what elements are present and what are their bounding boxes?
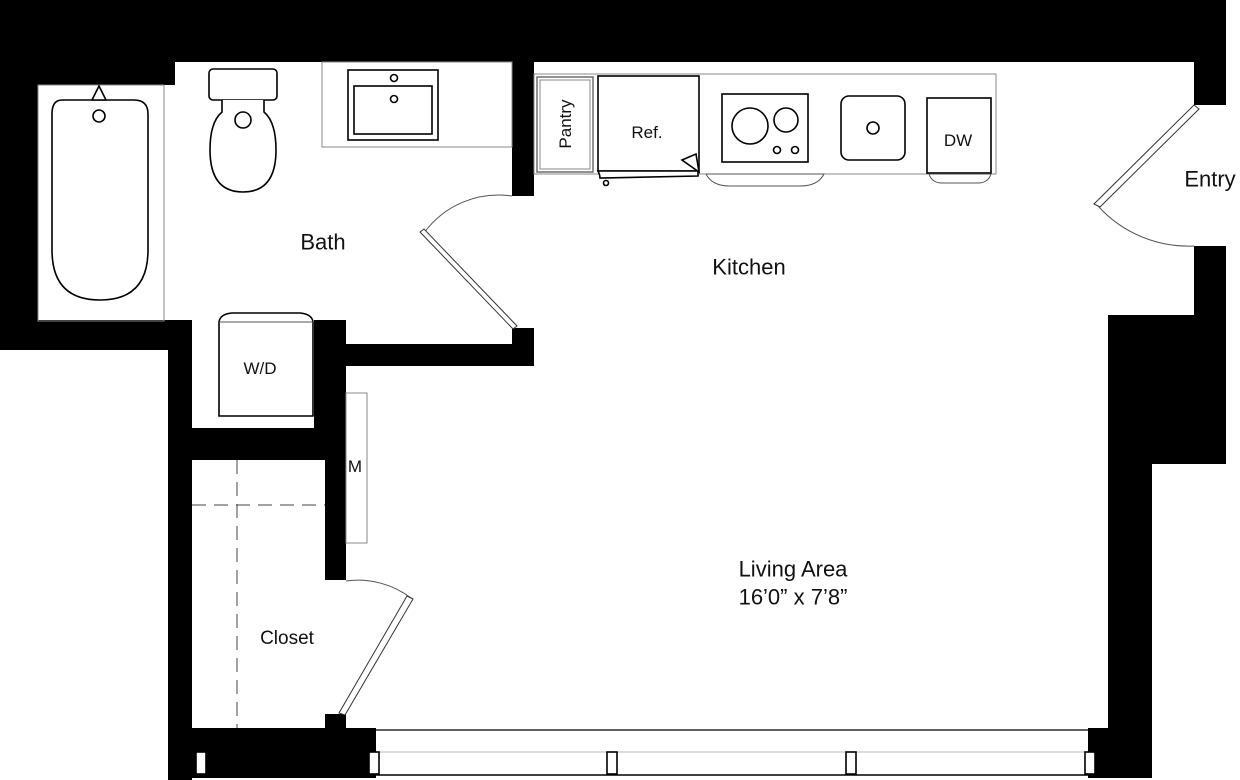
kitchen-counter bbox=[533, 73, 997, 187]
bathtub bbox=[37, 84, 165, 322]
vanity-sink bbox=[321, 61, 513, 148]
entry-door bbox=[1093, 104, 1200, 247]
room-dimensions-living: 16’0” x 7’8” bbox=[738, 584, 848, 610]
room-label-closet: Closet bbox=[260, 628, 314, 650]
fixture-label-refrigerator: Ref. bbox=[631, 123, 663, 143]
toilet bbox=[208, 68, 278, 193]
room-label-entry: Entry bbox=[1184, 166, 1236, 192]
bath-door bbox=[419, 194, 518, 330]
washer-dryer bbox=[218, 312, 314, 417]
fixture-label-washer-dryer: W/D bbox=[243, 359, 277, 379]
mirror bbox=[345, 392, 368, 544]
room-label-kitchen: Kitchen bbox=[712, 254, 786, 280]
window bbox=[192, 729, 1108, 778]
fixture-label-mirror: M bbox=[347, 457, 363, 477]
room-label-bath: Bath bbox=[300, 229, 346, 255]
fixture-label-pantry: Pantry bbox=[556, 99, 576, 149]
fixture-label-dishwasher: DW bbox=[943, 131, 973, 151]
room-label-living: Living Area bbox=[738, 556, 848, 582]
closet-door bbox=[338, 579, 414, 716]
